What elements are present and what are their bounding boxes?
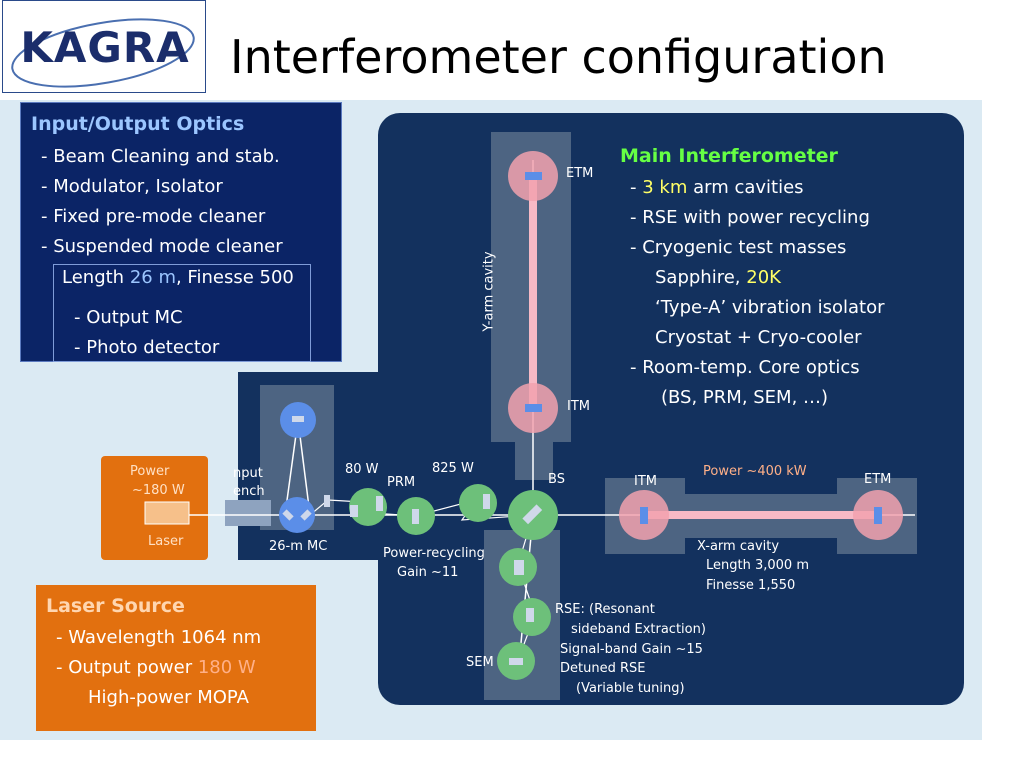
x-arm-label: X-arm cavity (697, 539, 780, 554)
x-arm-finesse: Finesse 1,550 (706, 578, 796, 593)
mc-length-prefix: Length (62, 267, 130, 288)
laser-source-heading: Laser Source (46, 595, 185, 617)
pr-optic (376, 496, 383, 511)
itm-y-label: ITM (567, 399, 590, 414)
bs-label: BS (548, 472, 565, 487)
pr-mirror-3 (459, 484, 497, 522)
main-ifo-heading: Main Interferometer (620, 145, 838, 167)
pr-gain-label: Gain ~11 (397, 565, 459, 580)
pr-optic-small (324, 495, 330, 507)
src-optic (526, 608, 534, 622)
mc-length-line: Length 26 m, Finesse 500 (62, 267, 294, 288)
itm-y-optic (525, 404, 542, 412)
output-power-prefix: - Output power (56, 657, 198, 678)
temperature-value: 20K (746, 267, 781, 288)
main-ifo-item: - Cryogenic test masses (630, 237, 847, 258)
itm-x-optic (640, 507, 648, 524)
arm-power-label: Power ~400 kW (703, 464, 807, 479)
mode-cleaner-subbox: Length 26 m, Finesse 500 - Output MC - P… (53, 264, 311, 362)
pr-optic (483, 494, 490, 509)
y-arm-beam (529, 176, 537, 408)
pr-beam-path (309, 499, 534, 521)
input-bench (225, 500, 271, 526)
arm-suffix: arm cavities (687, 177, 804, 198)
y-arm-label: Y-arm cavity (481, 251, 497, 332)
main-ifo-item: (BS, PRM, SEM, …) (661, 387, 829, 408)
arm-length-value: 3 km (642, 177, 688, 198)
output-item: - Photo detector (74, 337, 220, 358)
main-ifo-panel (378, 113, 964, 705)
output-power-line: - Output power 180 W (56, 657, 256, 678)
x-arm-beam (644, 511, 878, 519)
mc-optic (300, 509, 312, 521)
input-bench-label: ench (233, 484, 265, 499)
etm-x-optic (874, 507, 882, 524)
main-ifo-item: Cryostat + Cryo-cooler (655, 327, 862, 348)
main-ifo-item: - RSE with power recycling (630, 207, 870, 228)
rse-detuned-label: Detuned RSE (560, 661, 646, 676)
prm-optic (412, 509, 419, 524)
mc-mirror-bottom (279, 497, 315, 533)
sem-optic (509, 658, 523, 665)
etm-x-label: ETM (864, 472, 892, 487)
mopa-line: High-power MOPA (88, 687, 249, 708)
rse-label: RSE: (Resonant (555, 602, 655, 617)
pr-optic (350, 505, 358, 517)
bs-optic (522, 504, 543, 525)
itm-x-label: ITM (634, 474, 657, 489)
kagra-logo: KAGRA (2, 0, 206, 93)
input-bench-label: nput (233, 466, 263, 481)
laser-source-panel: Laser Source - Wavelength 1064 nm - Outp… (36, 585, 316, 731)
mc-optic (282, 509, 294, 521)
sapphire-line: Sapphire, 20K (655, 267, 781, 288)
io-item: - Beam Cleaning and stab. (41, 146, 280, 167)
rse-tuning-label: (Variable tuning) (576, 681, 685, 696)
etm-y-label: ETM (566, 166, 594, 181)
mc-optic (292, 416, 304, 422)
src-optic (514, 560, 524, 575)
laser-rect (144, 501, 190, 525)
mc-label: 26-m MC (269, 539, 328, 554)
output-power-value: 180 W (197, 657, 256, 678)
mc-length-value: 26 m (129, 267, 176, 288)
logo-swoosh (11, 18, 195, 88)
io-item: - Suspended mode cleaner (41, 236, 283, 257)
arm-prefix: - (630, 177, 643, 198)
output-item: - Output MC (74, 307, 183, 328)
logo-text: KAGRA (20, 23, 190, 72)
sem-label: SEM (466, 655, 494, 670)
y-arm-neck (515, 440, 553, 480)
wavelength-line: - Wavelength 1064 nm (56, 627, 262, 648)
src-beam-path (517, 514, 536, 661)
main-ifo-item: ‘Type-A’ vibration isolator (655, 297, 885, 318)
prm-label: PRM (387, 475, 416, 490)
pr-gain-label: Power-recycling (383, 546, 485, 561)
io-item: - Modulator, Isolator (41, 176, 223, 197)
page-title: Interferometer configuration (230, 30, 887, 84)
etm-y-optic (525, 172, 542, 180)
laser-label: Laser (148, 534, 184, 549)
main-ifo-item: - Room-temp. Core optics (630, 357, 860, 378)
mc-finesse: , Finesse 500 (175, 267, 294, 288)
sapphire-prefix: Sapphire, (655, 267, 747, 288)
power-80-label: 80 W (345, 462, 379, 477)
io-item: - Fixed pre-mode cleaner (41, 206, 266, 227)
io-heading: Input/Output Optics (31, 113, 245, 135)
io-optics-panel: Input/Output Optics - Beam Cleaning and … (20, 102, 342, 362)
power-825-label: 825 W (432, 461, 474, 476)
arm-cavities-line: - 3 km arm cavities (630, 177, 804, 198)
laser-power-label: Power (130, 464, 170, 479)
rse-gain-label: Signal-band Gain ~15 (560, 642, 703, 657)
laser-power-value: ~180 W (132, 483, 185, 498)
rse-label: sideband Extraction) (571, 622, 706, 637)
x-arm-length: Length 3,000 m (706, 558, 809, 573)
